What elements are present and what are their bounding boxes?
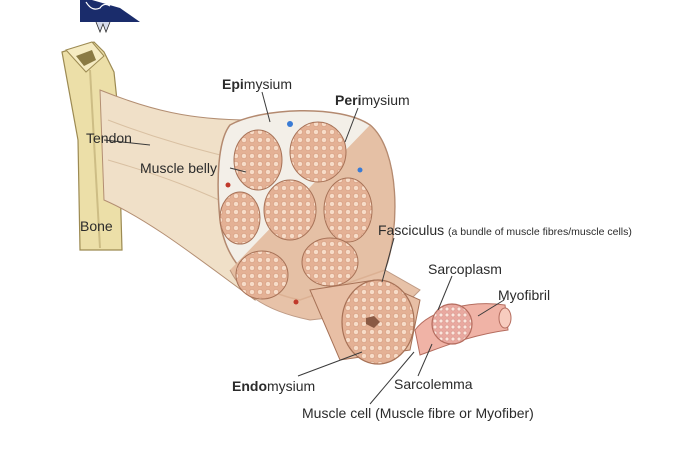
label-endomysium: Endomysium [232,378,316,394]
muscle-fibre-shape [414,303,512,356]
fascicles-group [219,121,373,305]
logo-icon [80,0,140,34]
label-perimysium: Perimysium [335,92,410,108]
fascicle-extension [309,279,421,365]
leader-lines [103,91,505,405]
label-bone: Bone [80,218,113,234]
label-tendon: Tendon [86,130,132,146]
label-sarcoplasm: Sarcoplasm [428,261,502,277]
label-sarcolemma: Sarcolemma [394,376,473,392]
label-muscle-cell: Muscle cell (Muscle fibre or Myofiber) [302,405,534,421]
tendon-shape [99,89,256,302]
label-muscle-belly: Muscle belly [140,160,218,176]
label-fasciculus: Fasciculus (a bundle of muscle fibres/mu… [378,222,632,238]
label-epimysium: Epimysium [222,76,293,92]
label-myofibril: Myofibril [498,287,551,303]
